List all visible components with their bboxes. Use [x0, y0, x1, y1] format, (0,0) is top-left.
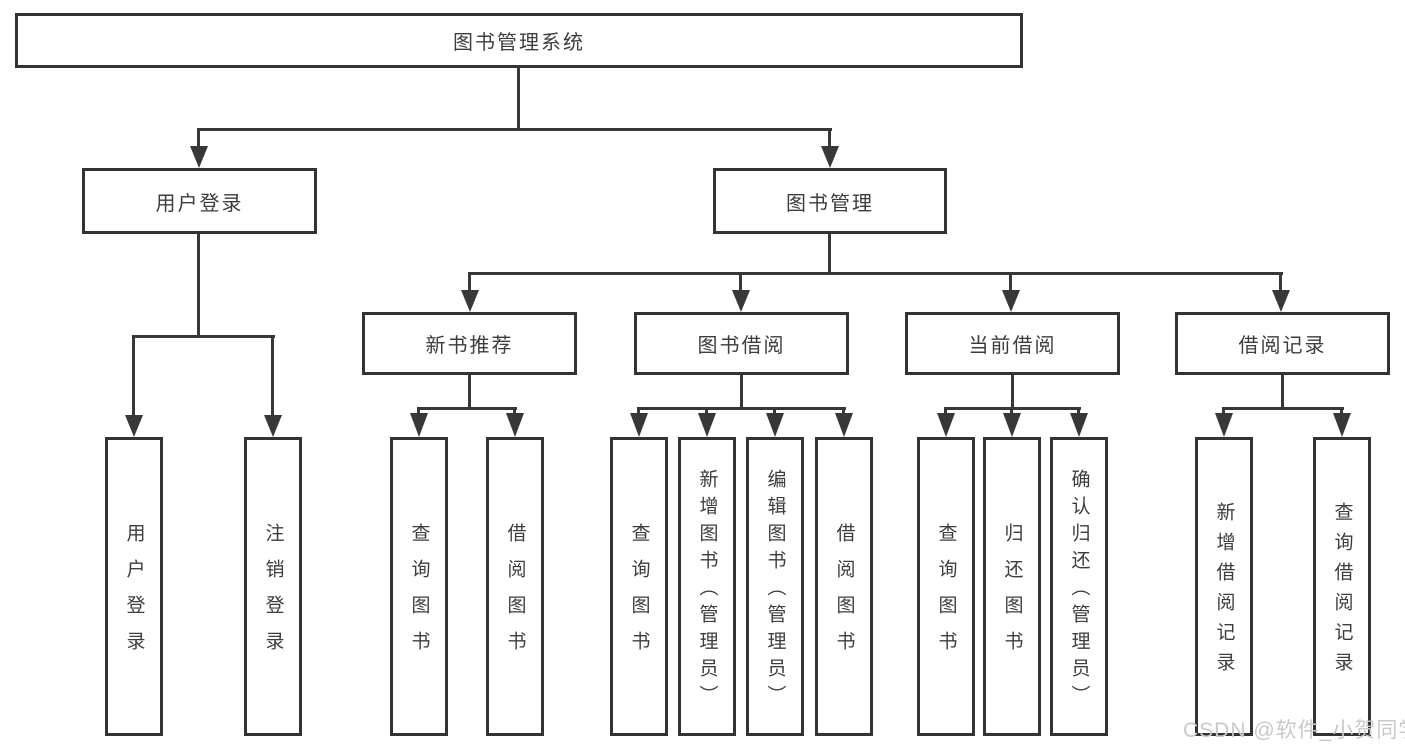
- node-user-login: 用户登录: [82, 168, 317, 234]
- connector-line: [1011, 375, 1014, 409]
- arrow-down-icon: [1002, 290, 1020, 312]
- connector-line: [1340, 407, 1343, 416]
- leaf-borrow-books-2-label: 借阅图书: [833, 523, 855, 667]
- leaf-confirm-return-admin: 确认归还（管理员）: [1050, 437, 1108, 736]
- arrow-down-icon: [766, 413, 784, 437]
- connector-line: [842, 407, 845, 416]
- arrow-down-icon: [410, 413, 428, 437]
- leaf-logout-label: 注销登录: [262, 523, 284, 667]
- connector-line: [944, 407, 947, 416]
- leaf-query-borrow-record-label: 查询借阅记录: [1331, 502, 1353, 682]
- arrow-down-icon: [1070, 413, 1088, 437]
- leaf-logout: 注销登录: [244, 437, 302, 736]
- connector-line: [417, 407, 517, 410]
- leaf-add-borrow-record-label: 新增借阅记录: [1213, 502, 1235, 682]
- node-book-mgmt: 图书管理: [713, 168, 947, 234]
- connector-line: [705, 407, 708, 416]
- connector-line: [739, 272, 742, 290]
- node-root: 图书管理系统: [15, 13, 1023, 68]
- leaf-query-books-2-label: 查询图书: [628, 523, 650, 667]
- leaf-user-login: 用户登录: [105, 437, 163, 736]
- connector-line: [197, 128, 832, 131]
- arrow-down-icon: [264, 415, 282, 437]
- arrow-down-icon: [125, 415, 143, 437]
- leaf-query-borrow-record: 查询借阅记录: [1313, 437, 1371, 736]
- arrow-down-icon: [732, 290, 750, 312]
- node-borrow-records-label: 借阅记录: [1238, 335, 1327, 357]
- arrow-down-icon: [1272, 290, 1290, 312]
- node-root-label: 图书管理系统: [453, 32, 585, 54]
- node-new-books-label: 新书推荐: [425, 335, 514, 357]
- leaf-return-books: 归还图书: [983, 437, 1041, 736]
- connector-line: [132, 335, 275, 338]
- node-current-borrow-label: 当前借阅: [968, 335, 1057, 357]
- arrow-down-icon: [630, 413, 648, 437]
- node-book-mgmt-label: 图书管理: [786, 192, 874, 215]
- connector-line: [1279, 272, 1282, 290]
- connector-line: [517, 68, 520, 130]
- arrow-down-icon: [190, 146, 208, 168]
- node-book-borrow-label: 图书借阅: [697, 335, 786, 357]
- arrow-down-icon: [835, 413, 853, 437]
- arrow-down-icon: [506, 413, 524, 437]
- connector-line: [740, 375, 743, 409]
- leaf-return-books-label: 归还图书: [1001, 523, 1023, 667]
- connector-line: [828, 128, 831, 148]
- csdn-watermark: CSDN @软件_小贺同学: [1183, 719, 1405, 742]
- leaf-add-borrow-record: 新增借阅记录: [1195, 437, 1253, 736]
- node-book-borrow: 图书借阅: [634, 312, 849, 375]
- connector-line: [637, 407, 640, 416]
- leaf-confirm-return-admin-label: 确认归还（管理员）: [1068, 469, 1090, 712]
- leaf-borrow-books-2: 借阅图书: [815, 437, 873, 736]
- leaf-borrow-books-1: 借阅图书: [486, 437, 544, 736]
- leaf-edit-books-admin-label: 编辑图书（管理员）: [764, 469, 786, 712]
- connector-line: [468, 272, 1283, 275]
- connector-line: [197, 128, 200, 148]
- leaf-add-books-admin-label: 新增图书（管理员）: [696, 469, 718, 712]
- leaf-query-books-3-label: 查询图书: [935, 523, 957, 667]
- connector-line: [197, 234, 200, 337]
- leaf-borrow-books-1-label: 借阅图书: [504, 523, 526, 667]
- node-new-books: 新书推荐: [362, 312, 577, 375]
- leaf-query-books-2: 查询图书: [610, 437, 668, 736]
- connector-line: [828, 232, 831, 274]
- node-user-login-label: 用户登录: [155, 192, 244, 215]
- connector-line: [1077, 407, 1080, 416]
- leaf-edit-books-admin: 编辑图书（管理员）: [746, 437, 804, 736]
- arrow-down-icon: [1333, 413, 1351, 437]
- leaf-query-books-1-label: 查询图书: [408, 523, 430, 667]
- arrow-down-icon: [1003, 413, 1021, 437]
- connector-line: [417, 407, 420, 416]
- arrow-down-icon: [698, 413, 716, 437]
- connector-line: [1281, 375, 1284, 409]
- arrow-down-icon: [1215, 413, 1233, 437]
- connector-line: [637, 407, 846, 410]
- leaf-query-books-3: 查询图书: [917, 437, 975, 736]
- leaf-query-books-1: 查询图书: [390, 437, 448, 736]
- leaf-user-login-label: 用户登录: [123, 523, 145, 667]
- arrow-down-icon: [821, 146, 839, 168]
- connector-line: [132, 335, 135, 415]
- arrow-down-icon: [937, 413, 955, 437]
- connector-line: [1009, 272, 1012, 290]
- connector-line: [468, 375, 471, 409]
- connector-line: [1222, 407, 1225, 416]
- connector-line: [271, 335, 274, 415]
- arrow-down-icon: [461, 290, 479, 312]
- connector-line: [1222, 407, 1344, 410]
- connector-line: [1010, 407, 1013, 416]
- node-current-borrow: 当前借阅: [905, 312, 1120, 375]
- leaf-add-books-admin: 新增图书（管理员）: [678, 437, 736, 736]
- connector-line: [513, 407, 516, 416]
- node-borrow-records: 借阅记录: [1175, 312, 1390, 375]
- connector-line: [773, 407, 776, 416]
- connector-line: [468, 272, 471, 290]
